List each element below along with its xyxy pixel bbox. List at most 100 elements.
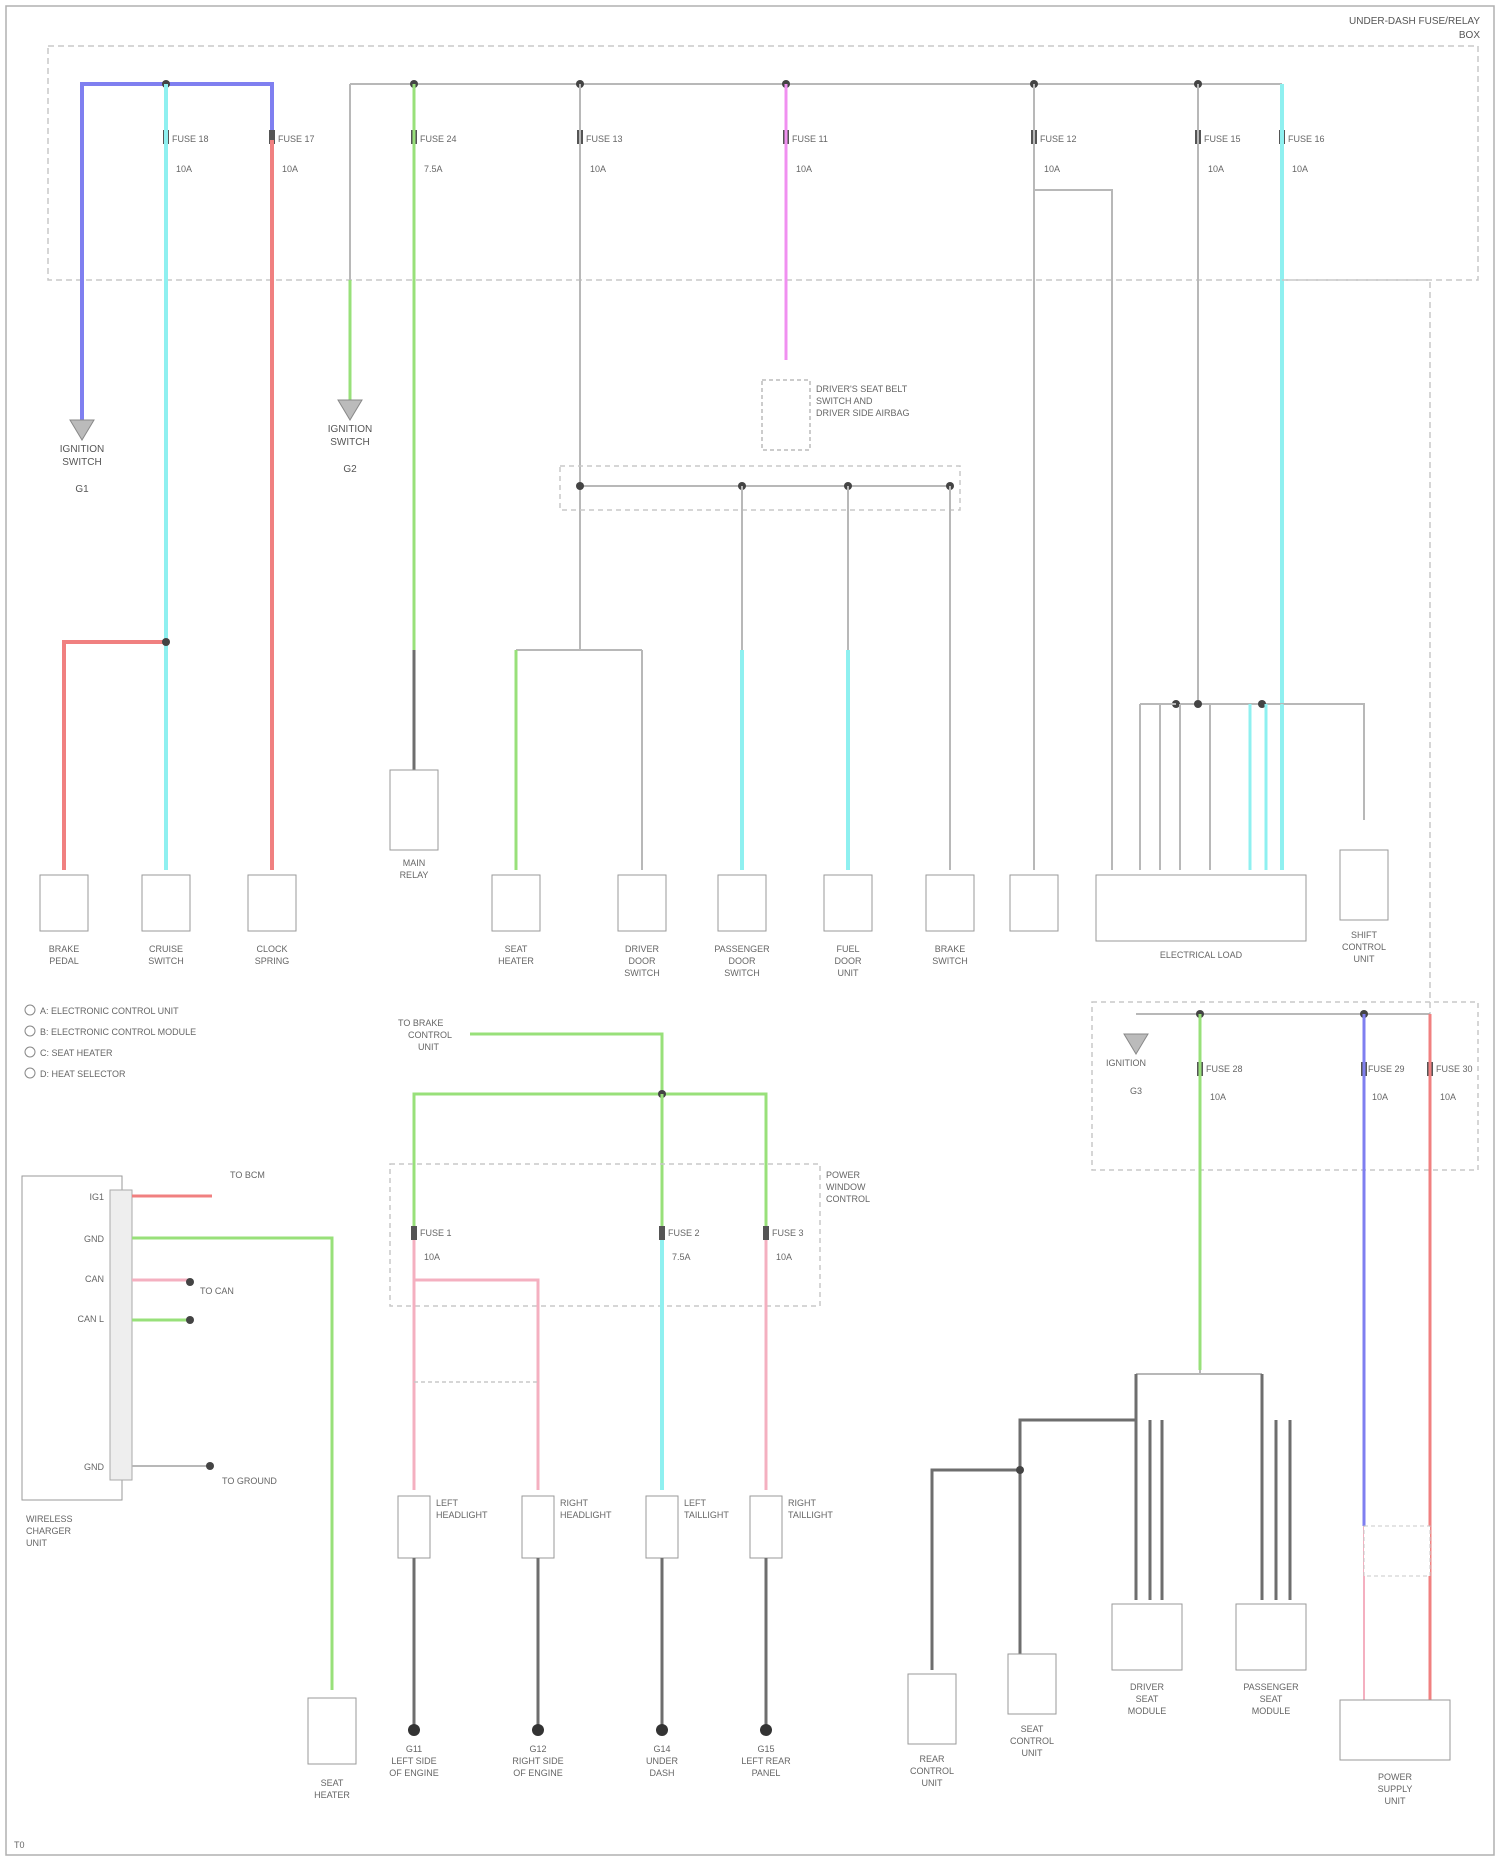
component-label: SEAT: [1136, 1694, 1159, 1704]
left-panel-pinstrip: [110, 1190, 132, 1480]
light-label: TAILLIGHT: [788, 1510, 833, 1520]
fuse-rating: 10A: [1440, 1092, 1456, 1102]
fuse-label: FUSE 16: [1288, 134, 1325, 144]
fuse-label: FUSE 3: [772, 1228, 804, 1238]
junction: [1016, 1466, 1024, 1474]
right-component-boxes: [908, 1604, 1450, 1760]
light-label: HEADLIGHT: [436, 1510, 488, 1520]
component-label: PEDAL: [49, 956, 79, 966]
mid-side-label: CONTROL: [826, 1194, 870, 1204]
component-label: SWITCH: [724, 968, 760, 978]
ground-point-label: DASH: [649, 1768, 674, 1778]
fuse-labels: FUSE 18 10A FUSE 17 10A FUSE 24 7.5A FUS…: [172, 134, 1325, 174]
fuse-label: FUSE 2: [668, 1228, 700, 1238]
component-box: [1364, 1526, 1430, 1576]
fuse-label: FUSE 30: [1436, 1064, 1473, 1074]
component-label: DRIVER: [625, 944, 660, 954]
fuse-rating: 10A: [424, 1252, 440, 1262]
light-label: LEFT: [436, 1498, 459, 1508]
light-label: RIGHT: [788, 1498, 817, 1508]
load-cyan-wires: [1250, 704, 1282, 870]
fuse-label: FUSE 28: [1206, 1064, 1243, 1074]
component-label: SWITCH: [148, 956, 184, 966]
pin-label: CAN L: [77, 1314, 104, 1324]
component-label: ELECTRICAL LOAD: [1160, 950, 1243, 960]
component-box: [1010, 875, 1058, 931]
component-label: HEATER: [314, 1790, 350, 1800]
component-label: HEATER: [498, 956, 534, 966]
fuse-rating: 10A: [1292, 164, 1308, 174]
component-box: [492, 875, 540, 931]
component-label: CONTROL: [1010, 1736, 1054, 1746]
component-label: PASSENGER: [714, 944, 770, 954]
component-box: [1340, 1700, 1450, 1760]
ground-label: SWITCH: [62, 457, 101, 468]
left-panel-title: CHARGER: [26, 1526, 72, 1536]
ground-point-label: PANEL: [752, 1768, 781, 1778]
mid-fuses: FUSE 1 10A FUSE 2 7.5A FUSE 3 10A: [411, 1226, 804, 1262]
fuse-rating: 10A: [776, 1252, 792, 1262]
component-label: FUEL: [836, 944, 859, 954]
mid-tag: CONTROL: [408, 1030, 452, 1040]
fuse-rating: 10A: [1210, 1092, 1226, 1102]
component-label: DOOR: [835, 956, 863, 966]
component-label: SEAT: [321, 1778, 344, 1788]
ground-point-label: OF ENGINE: [389, 1768, 439, 1778]
component-box: [40, 875, 88, 931]
left-panel-title: UNIT: [26, 1538, 47, 1548]
ground-point-label: G12: [529, 1744, 546, 1754]
relay-box-label: DRIVER'S SEAT BELT: [816, 384, 908, 394]
component-label: RELAY: [400, 870, 429, 880]
component-label: SEAT: [1021, 1724, 1044, 1734]
fuse-rating: 10A: [1372, 1092, 1388, 1102]
component-box: [926, 875, 974, 931]
ground-wires: [414, 1558, 766, 1728]
wire-dark-right-bundle: [1136, 1374, 1290, 1600]
junction: [206, 1462, 214, 1470]
wire-gray-4: [1034, 190, 1112, 870]
wire-gray-load: [1176, 704, 1364, 820]
header-line-1: UNDER-DASH FUSE/RELAY: [1349, 16, 1480, 27]
component-label: SEAT: [505, 944, 528, 954]
mid-side-label: WINDOW: [826, 1182, 866, 1192]
fuse-label: FUSE 15: [1204, 134, 1241, 144]
wire-pink-2: [414, 1280, 538, 1490]
component-box: [308, 1698, 356, 1764]
component-box: [718, 875, 766, 931]
pin-label: CAN: [85, 1274, 104, 1284]
component-label: UNIT: [1022, 1748, 1043, 1758]
ground-point-label: G15: [757, 1744, 774, 1754]
ground-num: G2: [343, 464, 357, 475]
component-label: CONTROL: [1342, 942, 1386, 952]
component-box: [1008, 1654, 1056, 1714]
relay-box-label: DRIVER SIDE AIRBAG: [816, 408, 910, 418]
component-label: SUPPLY: [1378, 1784, 1413, 1794]
component-box: [390, 770, 438, 850]
ground-point-label: G14: [653, 1744, 670, 1754]
component-label: SWITCH: [624, 968, 660, 978]
left-panel-tag: TO CAN: [200, 1286, 234, 1296]
fuse-label: FUSE 17: [278, 134, 315, 144]
fuse-label: FUSE 11: [792, 134, 828, 144]
component-label: BRAKE: [49, 944, 80, 954]
component-box: [142, 875, 190, 931]
pin-label: GND: [84, 1234, 105, 1244]
fuse-label: FUSE 12: [1040, 134, 1077, 144]
fuse-label: FUSE 13: [586, 134, 623, 144]
fuse-rating: 10A: [1208, 164, 1224, 174]
light-label: HEADLIGHT: [560, 1510, 612, 1520]
mid-tag: UNIT: [418, 1042, 439, 1052]
left-panel-tag: TO GROUND: [222, 1476, 277, 1486]
component-label: UNIT: [1354, 954, 1375, 964]
ground-label: IGNITION: [1106, 1058, 1146, 1068]
pin-label: IG1: [89, 1192, 104, 1202]
fuse-rating: 10A: [590, 164, 606, 174]
left-panel-tag: TO BCM: [230, 1170, 265, 1180]
ground-point-label: OF ENGINE: [513, 1768, 563, 1778]
component-label: UNIT: [1385, 1796, 1406, 1806]
legend: A: ELECTRONIC CONTROL UNIT B: ELECTRONIC…: [25, 1005, 196, 1079]
component-label: SPRING: [255, 956, 290, 966]
ground-num: G3: [1130, 1086, 1142, 1096]
junction: [162, 638, 170, 646]
